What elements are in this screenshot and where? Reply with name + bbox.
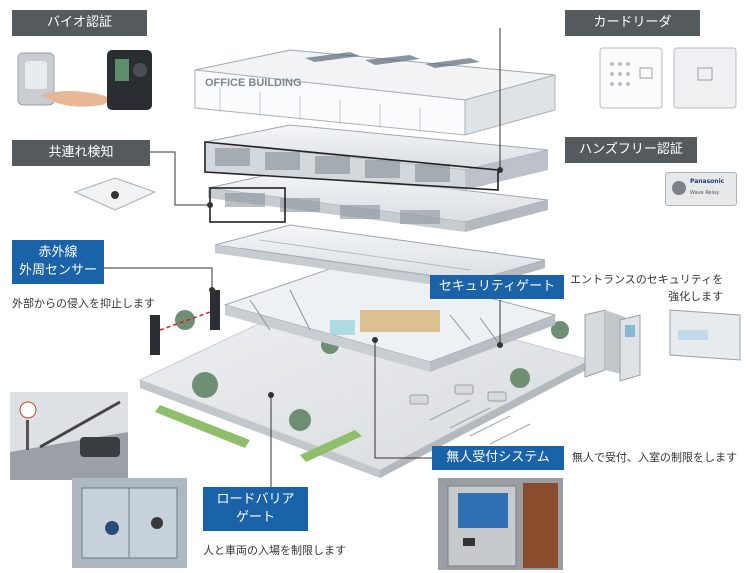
reader-button-icon: [672, 181, 686, 195]
floor-highlight: [204, 141, 499, 191]
ir-sensor-note: 外部からの侵入を抑止します: [12, 297, 155, 310]
bio-auth-label: バイオ認証: [12, 10, 147, 36]
handsfree-reader-device: Panasonic Wave Relay: [665, 172, 737, 206]
building-sign: OFFICE BUILDING: [205, 77, 302, 89]
unmanned-reception-kiosk-photo: [438, 478, 563, 570]
road-barrier-note: 人と車両の入場を制限します: [203, 544, 346, 557]
tailgate-detect-label: 共連れ検知: [12, 140, 150, 166]
handsfree-brand: Panasonic: [690, 178, 725, 185]
security-gate-devices: [584, 309, 741, 382]
floor-3: [207, 169, 549, 232]
road-barrier-label: ロードバリア ゲート: [203, 487, 308, 531]
security-gate-label: セキュリティゲート: [430, 275, 564, 299]
handsfree-auth-label: ハンズフリー認証: [565, 137, 697, 163]
bio-auth-devices: [17, 50, 152, 110]
card-reader-label: カードリーダ: [565, 10, 700, 36]
card-reader-devices: [599, 47, 737, 109]
ir-sensor-label: 赤外線 外周センサー: [12, 240, 104, 284]
road-barrier-photo: [10, 392, 128, 480]
ir-sensor-post: [150, 290, 220, 355]
handsfree-model: Wave Relay: [690, 190, 720, 196]
ground-floor: [223, 261, 557, 372]
leader-line: [104, 28, 501, 505]
floor-top: OFFICE BUILDING: [194, 49, 556, 136]
unmanned-reception-note: 無人で受付、入室の制限をします: [572, 451, 737, 464]
unmanned-reception-label: 無人受付システム: [432, 446, 564, 470]
security-gate-note: エントランスのセキュリティを 強化します: [570, 273, 724, 303]
floor-4: [204, 124, 549, 190]
revolving-gate-photo: [72, 478, 187, 568]
tailgate-sensor-device: [73, 177, 157, 211]
